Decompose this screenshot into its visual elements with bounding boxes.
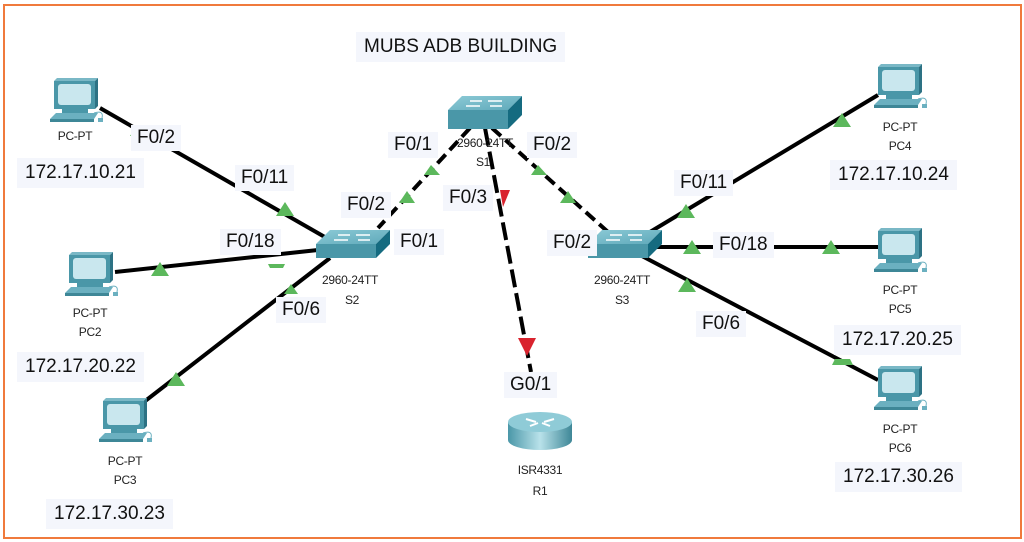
port-up-icon: [167, 372, 185, 386]
pc2-name: PC2: [78, 325, 102, 339]
port-down-icon: [518, 338, 536, 356]
r1-name: R1: [532, 484, 548, 498]
pc3-model: PC-PT: [107, 454, 143, 468]
port-up-icon: [822, 240, 840, 254]
port-label-s2-f06: F0/6: [276, 297, 327, 323]
port-up-icon: [424, 165, 440, 175]
link-s1-s3[interactable]: [490, 126, 610, 234]
s3-name: S3: [614, 293, 630, 307]
port-up-icon: [683, 240, 701, 254]
r1-model: ISR4331: [517, 463, 563, 477]
switch-icon[interactable]: [588, 230, 662, 258]
pc4-model: PC-PT: [882, 120, 918, 134]
switch-icon[interactable]: [448, 96, 522, 129]
link-s1-s2[interactable]: [376, 126, 472, 230]
s3-model: 2960-24TT: [594, 273, 650, 287]
port-label-s1-f01: F0/1: [388, 132, 439, 158]
port-label-s3-f02: F0/2: [547, 230, 598, 256]
port-up-icon: [678, 278, 696, 292]
port-label-s3-f06: F0/6: [696, 311, 747, 337]
pc4-ip: 172.17.10.24: [830, 160, 957, 190]
pc6-ip: 172.17.30.26: [835, 462, 962, 492]
port-up-icon: [832, 359, 853, 365]
port-label-s2-f018: F0/18: [220, 229, 281, 255]
port-label-r1-g01: G0/1: [504, 372, 558, 398]
port-label-s1-f02: F0/2: [527, 132, 578, 158]
diagram-frame: [3, 4, 1022, 539]
s1-name: S1: [475, 155, 491, 169]
port-up-icon: [560, 191, 576, 203]
port-up-icon: [399, 191, 415, 203]
pc2-ip: 172.17.20.22: [17, 352, 144, 382]
port-label-s3-f018: F0/18: [713, 232, 774, 258]
port-up-icon: [151, 262, 169, 276]
port-label-s2-f011: F0/11: [235, 165, 295, 191]
port-up-icon: [531, 165, 547, 175]
diagram-title: MUBS ADB BUILDING: [356, 32, 566, 62]
s1-model: 2960-24TT: [457, 136, 513, 150]
s2-name: S2: [344, 293, 360, 307]
pc-icon[interactable]: [874, 366, 927, 410]
pc3-name: PC3: [113, 473, 137, 487]
pc4-name: PC4: [888, 139, 912, 153]
port-label-s1-f03: F0/3: [443, 185, 494, 211]
port-up-icon: [268, 264, 285, 268]
port-up-icon: [284, 284, 298, 294]
pc3-ip: 172.17.30.23: [46, 499, 173, 529]
pc-icon[interactable]: [99, 398, 152, 442]
pc6-name: PC6: [888, 441, 912, 455]
link-pc3-s2[interactable]: [138, 256, 332, 407]
switch-icon[interactable]: [316, 230, 390, 258]
pc-icon[interactable]: [874, 228, 927, 272]
pc-icon[interactable]: [874, 64, 927, 108]
port-label-s3-f011: F0/11: [674, 170, 734, 196]
pc-icon[interactable]: [50, 78, 103, 122]
pc5-ip: 172.17.20.25: [834, 325, 961, 355]
port-down-icon: [500, 190, 510, 207]
port-label-s2-f01: F0/1: [394, 229, 445, 255]
pc1-ip: 172.17.10.21: [17, 158, 144, 188]
port-label-s2-f02: F0/2: [341, 192, 392, 218]
link-s1-r1[interactable]: [483, 127, 533, 373]
pc1-model: PC-PT: [57, 129, 93, 143]
pc6-model: PC-PT: [882, 422, 918, 436]
link-pc2-s2[interactable]: [114, 248, 319, 274]
router-icon[interactable]: [508, 412, 572, 450]
port-up-icon: [677, 204, 695, 218]
port-up-icon: [276, 202, 294, 216]
port-label-pc1: F0/2: [131, 125, 182, 151]
pc-icon[interactable]: [65, 252, 118, 296]
pc2-model: PC-PT: [72, 306, 108, 320]
pc5-model: PC-PT: [882, 283, 918, 297]
port-up-icon: [833, 113, 851, 127]
pc5-name: PC5: [888, 302, 912, 316]
s2-model: 2960-24TT: [322, 273, 378, 287]
